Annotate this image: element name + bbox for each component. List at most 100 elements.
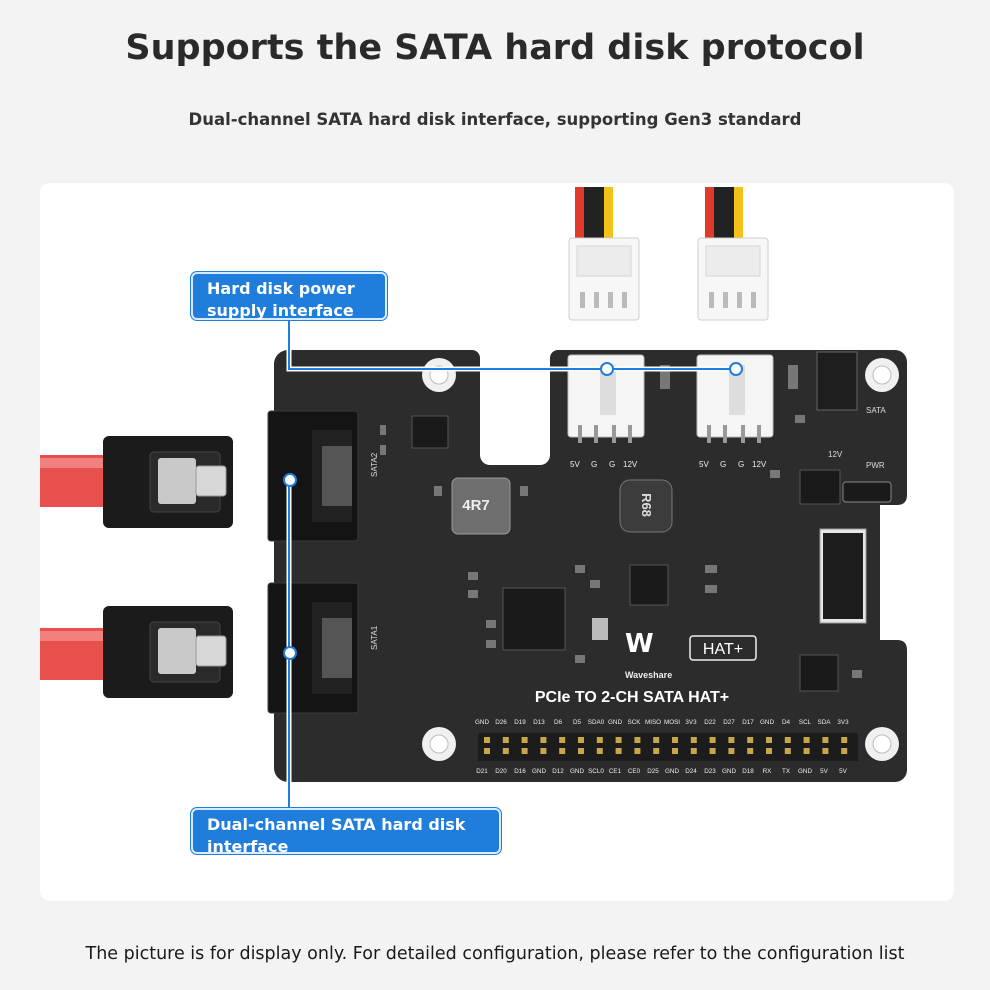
gpio-pin <box>672 748 678 754</box>
gpio-pin <box>653 737 660 743</box>
gpio-label: 3V3 <box>685 719 697 726</box>
power-header-left <box>567 354 645 443</box>
gpio-label: 5V <box>839 768 848 775</box>
gpio-label: SCL <box>799 719 812 726</box>
gpio-label: GND <box>665 768 679 775</box>
power-pin-labels: 5V G G 12V 5V G G 12V <box>570 460 767 469</box>
button <box>842 481 892 503</box>
waveshare-logo: W Waveshare <box>625 629 672 680</box>
power-cable-left <box>568 187 640 321</box>
svg-text:5V: 5V <box>699 460 709 469</box>
gpio-pin <box>502 737 509 743</box>
gpio-pin <box>615 737 622 743</box>
gpio-pin <box>559 748 566 754</box>
gpio-label: CE1 <box>609 768 622 775</box>
gpio-label: D27 <box>723 719 735 726</box>
gpio-label: D22 <box>704 719 716 726</box>
gpio-label: D13 <box>533 719 545 726</box>
gpio-pin <box>803 748 810 754</box>
gpio-label: GND <box>475 719 489 726</box>
gpio-pin <box>653 748 660 754</box>
gpio-pin <box>521 737 528 743</box>
gpio-label: GND <box>570 768 584 775</box>
dc-jack-label: 12V <box>828 450 843 459</box>
svg-text:G: G <box>609 460 615 469</box>
gpio-pin <box>728 748 735 754</box>
passive-components <box>380 365 862 678</box>
page-title: Supports the SATA hard disk protocol <box>125 28 865 68</box>
callout-lines <box>288 320 736 808</box>
sata-cable-bottom <box>40 606 233 698</box>
crystal <box>592 618 608 640</box>
gpio-label: D19 <box>514 719 526 726</box>
gpio-pin <box>634 737 641 743</box>
gpio-pin <box>709 737 716 743</box>
gpio-pin <box>540 748 547 754</box>
led-sata-label: SATA <box>866 406 886 415</box>
callout-dot <box>283 473 297 487</box>
gpio-label: D5 <box>573 719 582 726</box>
dc-jack <box>816 351 858 411</box>
inductor-left-label: 4R7 <box>462 497 490 514</box>
gpio-pin <box>559 737 566 743</box>
hat-plus-badge: HAT+ <box>689 635 757 661</box>
gpio-header <box>478 733 858 761</box>
gpio-label: D24 <box>685 768 697 775</box>
gpio-pin <box>803 737 810 743</box>
sata2-label: SATA2 <box>370 452 379 477</box>
gpio-pin <box>634 748 641 754</box>
gpio-label: D20 <box>495 768 507 775</box>
gpio-label: D17 <box>742 719 754 726</box>
gpio-pin <box>822 748 829 754</box>
gpio-pin <box>578 737 584 743</box>
gpio-label: TX <box>782 768 791 775</box>
gpio-label: D12 <box>552 768 564 775</box>
gpio-pin <box>540 737 547 743</box>
gpio-pin <box>615 748 622 754</box>
svg-text:12V: 12V <box>623 460 638 469</box>
gpio-pin <box>672 737 678 743</box>
gpio-label: MOSI <box>664 719 680 726</box>
pcie-controller-chip <box>502 587 566 651</box>
inductor-left <box>451 477 511 535</box>
regulator-chip <box>629 564 669 606</box>
sata1-label: SATA1 <box>370 625 379 650</box>
svg-text:G: G <box>720 460 726 469</box>
gpio-label: 5V <box>820 768 829 775</box>
svg-text:HAT+: HAT+ <box>703 641 743 658</box>
svg-text:G: G <box>591 460 597 469</box>
gpio-label: SDA0 <box>588 719 605 726</box>
gpio-label: RX <box>763 768 773 775</box>
gpio-label: GND <box>532 768 546 775</box>
gpio-pin <box>709 748 716 754</box>
board-name: PCIe TO 2-CH SATA HAT+ <box>535 689 729 706</box>
pcb-board <box>274 350 907 782</box>
gpio-label: GND <box>608 719 622 726</box>
callout-power-interface: Hard disk power supply interface <box>191 272 387 320</box>
svg-text:G: G <box>738 460 744 469</box>
gpio-label: SDA <box>818 719 832 726</box>
ic-chip <box>799 469 841 505</box>
gpio-label: D6 <box>554 719 563 726</box>
gpio-pin <box>502 748 509 754</box>
gpio-pin <box>784 748 791 754</box>
page-subtitle: Dual-channel SATA hard disk interface, s… <box>188 110 802 129</box>
sata2-port <box>267 410 359 542</box>
footer-note: The picture is for display only. For det… <box>85 944 905 964</box>
gpio-pin <box>596 748 603 754</box>
gpio-pin <box>784 737 791 743</box>
gpio-pin <box>596 737 603 743</box>
svg-text:5V: 5V <box>570 460 580 469</box>
callout-dot <box>283 646 297 660</box>
gpio-pin <box>484 748 490 754</box>
gpio-label: GND <box>722 768 736 775</box>
gpio-pin <box>841 737 848 743</box>
gpio-label: D26 <box>495 719 507 726</box>
gpio-pin <box>747 748 754 754</box>
gpio-label: D21 <box>476 768 488 775</box>
gpio-label: CE0 <box>628 768 641 775</box>
gpio-pin <box>484 737 490 743</box>
gpio-label: D23 <box>704 768 716 775</box>
